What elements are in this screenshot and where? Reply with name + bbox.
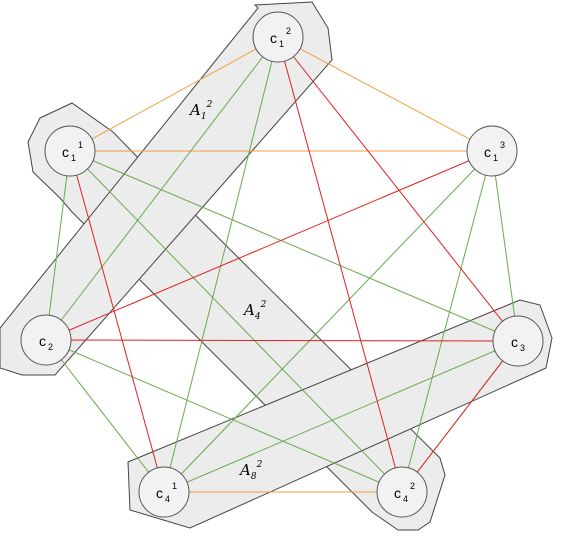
svg-text:1: 1: [493, 153, 498, 163]
edge-c1_2-c3: [277, 36, 519, 342]
svg-text:4: 4: [165, 494, 170, 504]
edge-c3-c4_1: [163, 340, 519, 493]
svg-text:3: 3: [520, 343, 525, 353]
svg-text:c: c: [156, 485, 163, 501]
edge-c3-c4_2: [401, 340, 519, 493]
label-a8: A82: [238, 460, 263, 482]
edge-c1_2-c2: [45, 36, 279, 341]
svg-text:c: c: [511, 334, 518, 350]
region-a8: [127, 299, 553, 529]
edge-c1_3-c3: [491, 150, 519, 342]
svg-text:2: 2: [410, 481, 415, 491]
node-c3: c 3: [492, 315, 544, 367]
svg-text:1: 1: [279, 39, 284, 49]
svg-text:2: 2: [286, 26, 291, 36]
svg-text:3: 3: [500, 140, 505, 150]
edge-c1_2-c1_3: [277, 36, 493, 152]
svg-text:4: 4: [403, 494, 408, 504]
label-a4: A42: [242, 300, 267, 322]
edge-c2-c4_1: [45, 339, 165, 493]
edge-c1_1-c4_2: [69, 150, 403, 493]
node-c2: c 2: [20, 314, 72, 366]
svg-text:c: c: [394, 485, 401, 501]
nodes: c 1 2 c 1 1 c 1 3 c 2 c 3 c 4: [20, 11, 544, 518]
hyperedge-regions: [0, 1, 553, 531]
edge-c2-c4_2: [45, 339, 403, 493]
edge-c1_2-c4_1: [163, 36, 279, 493]
region-a1: [0, 1, 333, 376]
svg-text:1: 1: [71, 153, 76, 163]
edge-c1_3-c2: [45, 150, 493, 341]
edge-c1_2-c4_2: [277, 36, 403, 493]
svg-text:c: c: [484, 144, 491, 160]
svg-text:2: 2: [48, 342, 53, 352]
node-c1-2: c 1 2: [252, 11, 304, 63]
label-a1: A12: [188, 100, 213, 122]
hyperedge-labels: A12 A42 A82: [188, 100, 267, 482]
node-c4-1: c 4 1: [138, 466, 190, 518]
edge-c1_3-c4_1: [163, 150, 493, 493]
edge-c1_1-c2: [45, 150, 71, 341]
node-c1-3: c 1 3: [466, 125, 518, 177]
svg-text:c: c: [62, 144, 69, 160]
node-c4-2: c 4 2: [376, 466, 428, 518]
svg-text:1: 1: [172, 481, 177, 491]
svg-text:1: 1: [78, 140, 83, 150]
edge-c1_3-c4_2: [401, 150, 493, 493]
edge-c2-c3: [45, 339, 519, 342]
edge-c1_1-c1_2: [69, 36, 279, 152]
edge-c1_1-c3: [69, 150, 519, 342]
node-c1-1: c 1 1: [44, 125, 96, 177]
svg-text:c: c: [270, 30, 277, 46]
svg-text:c: c: [39, 333, 46, 349]
edges: [45, 36, 519, 493]
edge-c1_1-c4_1: [69, 150, 165, 493]
